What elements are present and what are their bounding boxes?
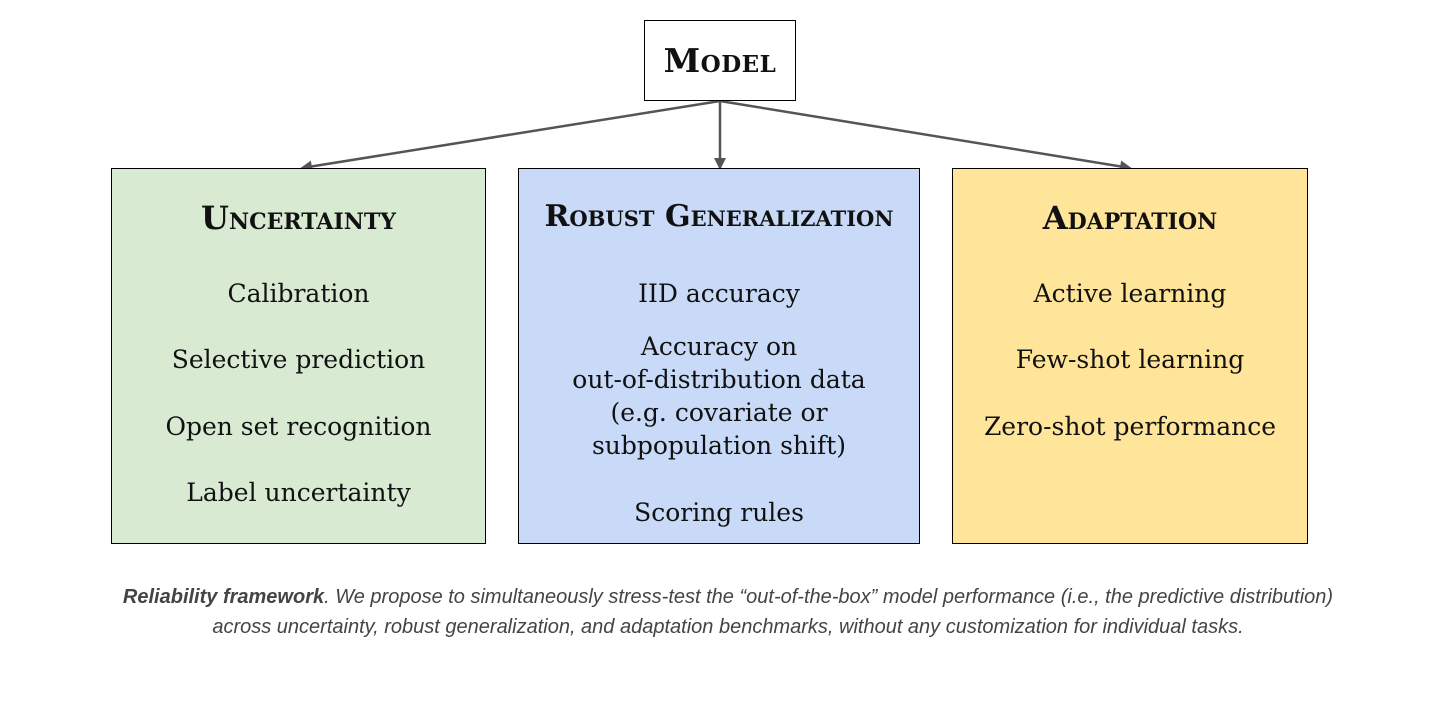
adaptation-item-few-shot-learning: Few-shot learning — [1015, 345, 1245, 374]
adaptation-box: Adaptation Active learning Few-shot lear… — [952, 168, 1308, 544]
robust-item-ood-accuracy: Accuracy on out-of-distribution data (e.… — [572, 332, 866, 460]
uncertainty-item-selective-prediction: Selective prediction — [171, 345, 426, 374]
model-box: Model — [644, 20, 796, 101]
caption-text: . We propose to simultaneously stress-te… — [212, 586, 1334, 638]
arrow-to-adaptation — [719, 99, 1132, 173]
robust-item-iid-accuracy: IID accuracy — [638, 279, 800, 308]
robust-generalization-box: Robust Generalization IID accuracy Accur… — [518, 168, 920, 544]
reliability-framework-diagram: Model Uncertainty Calibration Selective … — [111, 20, 1308, 544]
robust-item-scoring-rules: Scoring rules — [634, 498, 804, 527]
uncertainty-item-calibration: Calibration — [227, 279, 370, 308]
adaptation-item-active-learning: Active learning — [1033, 279, 1227, 308]
adaptation-title: Adaptation — [1042, 199, 1218, 237]
uncertainty-item-open-set-recognition: Open set recognition — [165, 412, 432, 441]
caption-strong: Reliability framework — [122, 586, 325, 608]
connector-arrows — [300, 99, 1132, 173]
robust-generalization-title: Robust Generalization — [544, 199, 894, 234]
adaptation-item-zero-shot-performance: Zero-shot performance — [983, 412, 1277, 441]
uncertainty-box: Uncertainty Calibration Selective predic… — [111, 168, 486, 544]
model-title: Model — [663, 41, 777, 80]
uncertainty-item-label-uncertainty: Label uncertainty — [186, 478, 411, 507]
arrow-to-uncertainty — [300, 99, 721, 173]
uncertainty-title: Uncertainty — [201, 199, 396, 237]
figure-caption: Reliability framework. We propose to sim… — [110, 582, 1346, 642]
